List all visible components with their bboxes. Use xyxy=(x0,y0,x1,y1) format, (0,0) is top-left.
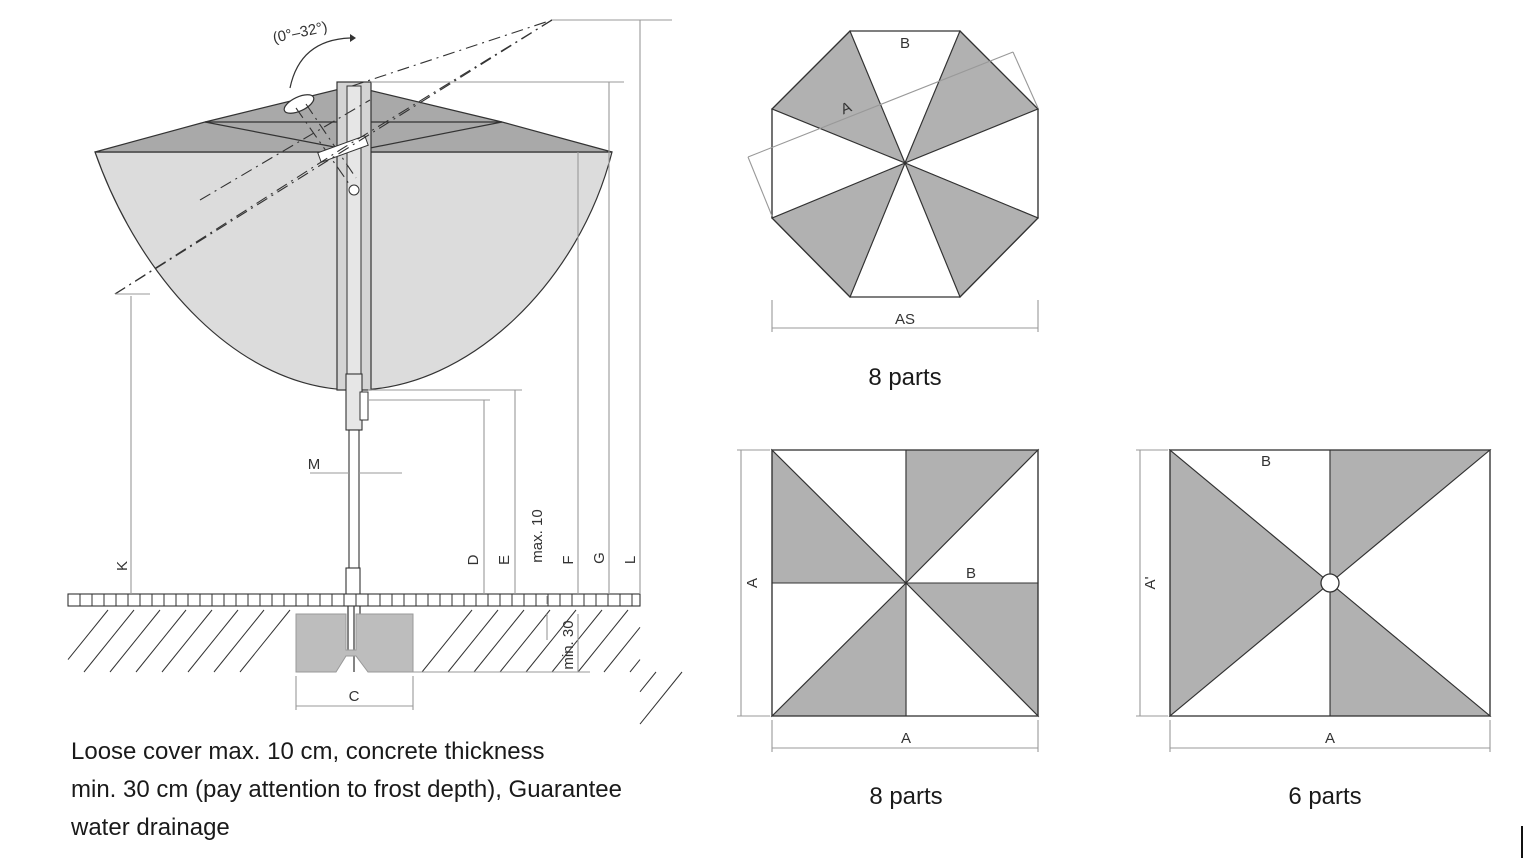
dimension-label-min30: min. 30 xyxy=(560,620,577,669)
octagon-caption: 8 parts xyxy=(868,364,941,391)
umbrella-mast-inner xyxy=(346,85,362,387)
dimension-label-G: G xyxy=(591,552,608,564)
square-view: A B A 8 parts xyxy=(737,448,1040,810)
rectangle-caption: 6 parts xyxy=(1288,783,1361,810)
mast-position-icon xyxy=(1320,573,1340,593)
ground-surface xyxy=(67,593,683,725)
rectangle-view: B A' A 6 parts xyxy=(1136,448,1492,810)
tilt-angle-label: (0°–32°) xyxy=(271,19,329,47)
octagon-outline xyxy=(771,30,1039,298)
square-outline xyxy=(771,449,1039,717)
octagon-view: B A AS 8 parts xyxy=(747,30,1039,391)
dimension-label-M: M xyxy=(308,456,321,473)
dimension-label-D: D xyxy=(465,554,482,565)
umbrella-mast-lower xyxy=(348,429,360,573)
square-label-A-side: A xyxy=(744,578,761,588)
installation-note: Loose cover max. 10 cm, concrete thickne… xyxy=(71,733,691,847)
dimension-label-C: C xyxy=(349,688,360,705)
installation-note-line-2: min. 30 cm (pay attention to frost depth… xyxy=(71,776,622,803)
installation-note-line-3: water drainage xyxy=(71,814,230,841)
tilt-angle-arc xyxy=(289,37,351,89)
rectangle-label-A-prime: A' xyxy=(1142,576,1159,589)
rectangle-label-A-bottom: A xyxy=(1325,730,1335,747)
dimension-label-F: F xyxy=(560,555,577,564)
dimension-label-L: L xyxy=(622,556,639,564)
rectangle-label-B: B xyxy=(1261,453,1271,470)
square-label-B: B xyxy=(966,565,976,582)
dimension-lines xyxy=(115,19,672,710)
tilted-canopy-outline xyxy=(114,19,553,295)
tilt-crank-icon xyxy=(283,94,315,114)
installation-note-line-1: Loose cover max. 10 cm, concrete thickne… xyxy=(71,738,545,765)
dimension-label-E: E xyxy=(496,555,513,565)
square-label-A-bottom: A xyxy=(901,730,911,747)
octagon-label-AS: AS xyxy=(895,311,915,328)
side-view: (0°–32°) xyxy=(67,19,683,725)
rectangle-outline xyxy=(1169,449,1491,717)
dimension-label-max10: max. 10 xyxy=(529,509,546,562)
square-caption: 8 parts xyxy=(869,783,942,810)
dimension-label-K: K xyxy=(114,561,131,571)
octagon-label-B: B xyxy=(900,35,910,52)
